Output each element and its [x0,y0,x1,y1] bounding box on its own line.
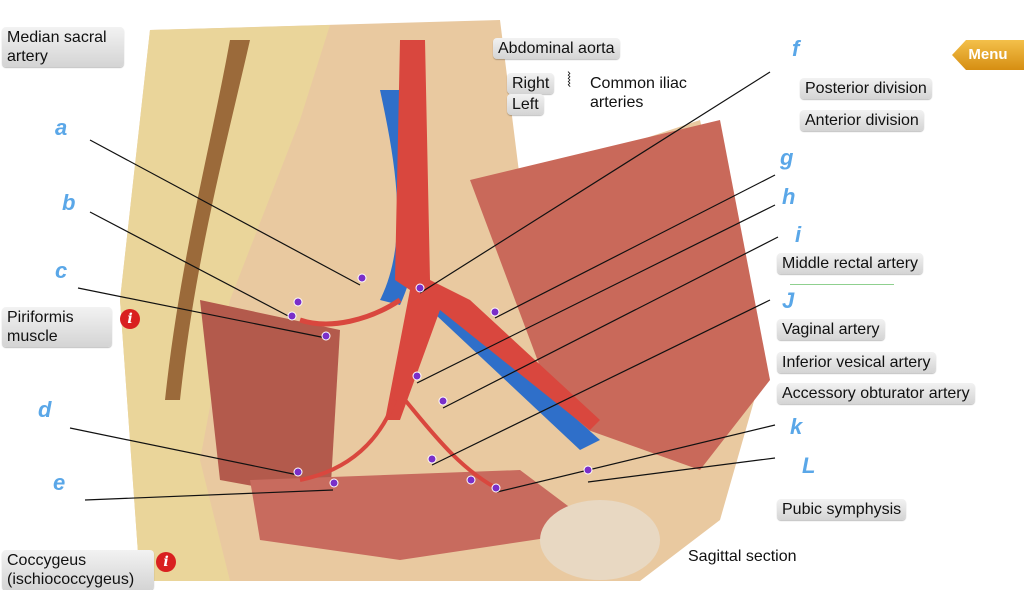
pin-marker [321,331,331,341]
letter-b[interactable]: b [62,190,76,215]
label-right[interactable]: Right [507,73,555,94]
letter-i[interactable]: i [795,222,802,247]
info-icon[interactable]: i [156,552,176,572]
pin-marker [415,283,425,293]
pin-marker [438,396,448,406]
letter-l[interactable]: L [802,453,816,478]
letter-j[interactable]: J [782,288,795,313]
pin-marker [583,465,593,475]
menu-button[interactable]: Menu [952,40,1024,70]
label-anterior-division[interactable]: Anterior division [800,110,924,131]
label-pubic-symphysis[interactable]: Pubic symphysis [777,499,907,520]
letter-c[interactable]: c [55,258,68,283]
letter-k[interactable]: k [790,414,803,439]
brace-icon: ⦚ [567,70,572,92]
label-middle-rectal-artery[interactable]: Middle rectal artery [777,253,924,274]
pin-marker [293,467,303,477]
letter-e[interactable]: e [53,470,66,495]
pin-marker [287,311,297,321]
divider [790,284,894,285]
label-median-sacral-artery[interactable]: Median sacral artery [2,27,124,67]
pin-marker [329,478,339,488]
coccygeus-text: Coccygeus (ischiococcygeus) [7,552,135,588]
label-posterior-division[interactable]: Posterior division [800,78,932,99]
pin-marker [357,273,367,283]
label-left[interactable]: Left [507,94,544,115]
letter-h[interactable]: h [782,184,796,209]
letter-d[interactable]: d [38,397,52,422]
pin-marker [490,307,500,317]
letter-a[interactable]: a [55,115,68,140]
letter-f[interactable]: f [792,36,800,61]
pin-marker [412,371,422,381]
letter-g[interactable]: g [780,145,794,170]
pin-marker [466,475,476,485]
pin-marker [491,483,501,493]
label-accessory-obturator-artery[interactable]: Accessory obturator artery [777,383,975,404]
info-icon[interactable]: i [120,309,140,329]
sagittal-section-caption: Sagittal section [688,548,797,565]
label-abdominal-aorta[interactable]: Abdominal aorta [493,38,620,59]
label-piriformis-muscle[interactable]: Piriformis muscle i [2,307,140,347]
pin-marker [427,454,437,464]
piriformis-text: Piriformis muscle [7,309,74,345]
label-inferior-vesical-artery[interactable]: Inferior vesical artery [777,352,936,373]
label-common-iliac: Common iliac arteries [590,75,687,111]
pin-marker [293,297,303,307]
label-vaginal-artery[interactable]: Vaginal artery [777,319,885,340]
label-coccygeus[interactable]: Coccygeus (ischiococcygeus) i [2,550,176,590]
